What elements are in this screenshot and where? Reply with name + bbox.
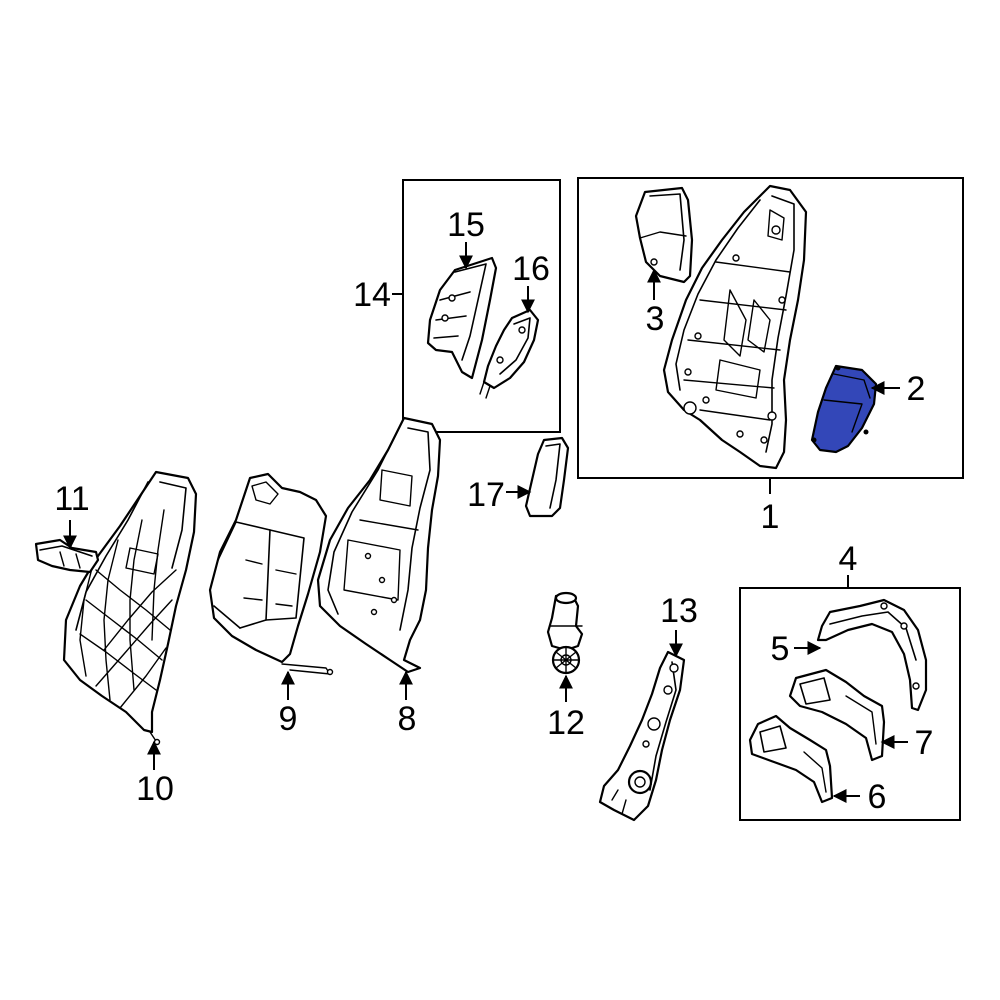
callout-12: 12 xyxy=(547,704,585,742)
callout-9: 9 xyxy=(279,700,298,738)
callout-6: 6 xyxy=(868,778,887,816)
callout-16: 16 xyxy=(512,250,550,288)
part-11-bracket[interactable] xyxy=(34,538,100,574)
part-15-side-trim[interactable] xyxy=(426,256,498,380)
callout-8: 8 xyxy=(398,700,417,738)
callout-7: 7 xyxy=(915,724,934,762)
part-13-recliner-plate[interactable] xyxy=(598,650,686,822)
callout-3: 3 xyxy=(646,300,665,338)
callout-14: 14 xyxy=(353,276,391,314)
part-12-adjuster-knob[interactable] xyxy=(546,591,584,675)
group-box-4 xyxy=(739,587,961,821)
part-8-backrest-cushion[interactable] xyxy=(316,416,442,674)
callout-17: 17 xyxy=(467,476,505,514)
callout-15: 15 xyxy=(447,206,485,244)
callout-2: 2 xyxy=(907,370,926,408)
callout-1: 1 xyxy=(761,498,780,536)
part-9-seat-back-pad[interactable] xyxy=(208,472,334,676)
part-6-lower-trim[interactable] xyxy=(748,714,834,804)
callout-10: 10 xyxy=(136,770,174,808)
part-16-cover[interactable] xyxy=(479,308,540,399)
callout-11: 11 xyxy=(54,480,89,518)
part-2-highlighted-cover[interactable] xyxy=(810,364,878,454)
part-1-seat-back-frame[interactable] xyxy=(662,184,808,470)
part-3-headrest-cover[interactable] xyxy=(634,186,694,284)
part-17-trim-strip[interactable] xyxy=(524,436,570,518)
part-7-inner-trim[interactable] xyxy=(788,668,886,762)
callout-13: 13 xyxy=(660,592,698,630)
callout-4: 4 xyxy=(839,540,858,578)
callout-5: 5 xyxy=(771,630,790,668)
group-box-14 xyxy=(402,179,561,433)
part-5-outer-trim[interactable] xyxy=(816,598,928,712)
